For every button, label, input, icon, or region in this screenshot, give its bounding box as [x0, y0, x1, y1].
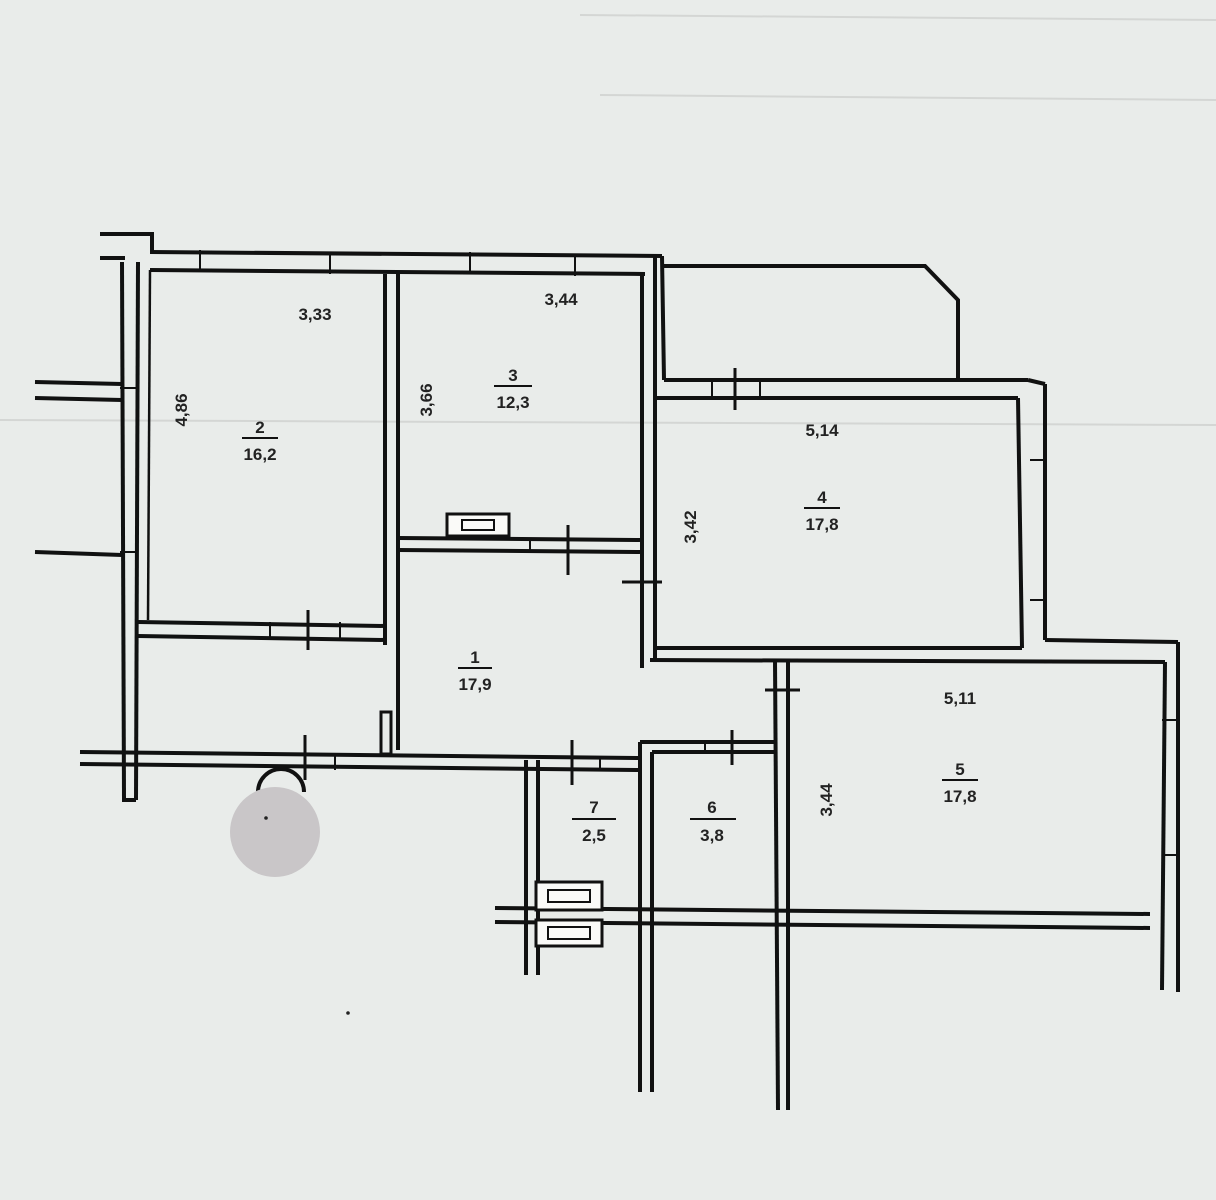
grey-circle-marker: [230, 787, 320, 877]
dim-room4-height: 3,42: [681, 510, 700, 543]
room-number: 2: [255, 418, 264, 437]
room-label-5: 5 17,8: [942, 760, 978, 806]
room-number: 3: [508, 366, 517, 385]
room-area: 2,5: [582, 826, 606, 845]
room-number: 7: [589, 798, 598, 817]
dim-room5-width: 5,11: [944, 689, 976, 708]
room-label-7: 7 2,5: [572, 798, 616, 845]
room-area: 3,8: [700, 826, 724, 845]
background-marks: [0, 14, 1216, 426]
room-label-6: 6 3,8: [690, 798, 736, 845]
room-area: 16,2: [243, 445, 276, 464]
room-number: 1: [470, 648, 479, 667]
room-area: 17,8: [805, 515, 838, 534]
dim-room3-height: 3,66: [417, 383, 436, 416]
room-number: 5: [955, 760, 964, 779]
dim-room2-width: 3,33: [298, 305, 331, 324]
dot-marker: [264, 816, 268, 820]
room-area: 12,3: [496, 393, 529, 412]
room-area: 17,8: [943, 787, 976, 806]
room-label-3: 3 12,3: [494, 366, 532, 412]
door-arc: [256, 767, 306, 793]
room-label-2: 2 16,2: [242, 418, 278, 464]
dimension-labels: 3,33 4,86 3,44 3,66 5,14 3,42 5,11 3,44: [172, 290, 976, 817]
room-number: 4: [817, 488, 827, 507]
dim-room5-height: 3,44: [817, 783, 836, 817]
room-labels: 1 17,9 2 16,2 3 12,3 4 17,8 5 17,8 6 3,8: [242, 366, 978, 845]
room-label-4: 4 17,8: [804, 488, 840, 534]
room-label-1: 1 17,9: [458, 648, 492, 694]
dim-room4-width: 5,14: [805, 421, 839, 440]
dot-marker-lower: [346, 1011, 350, 1015]
dim-room3-width: 3,44: [544, 290, 578, 309]
ventilation-block-lower: [534, 880, 604, 948]
walls: [34, 232, 1180, 1111]
ventilation-block-upper: [445, 512, 511, 538]
room-area: 17,9: [458, 675, 491, 694]
room-number: 6: [707, 798, 716, 817]
windows-and-doors: [120, 250, 1178, 856]
dim-room2-height: 4,86: [172, 393, 191, 426]
